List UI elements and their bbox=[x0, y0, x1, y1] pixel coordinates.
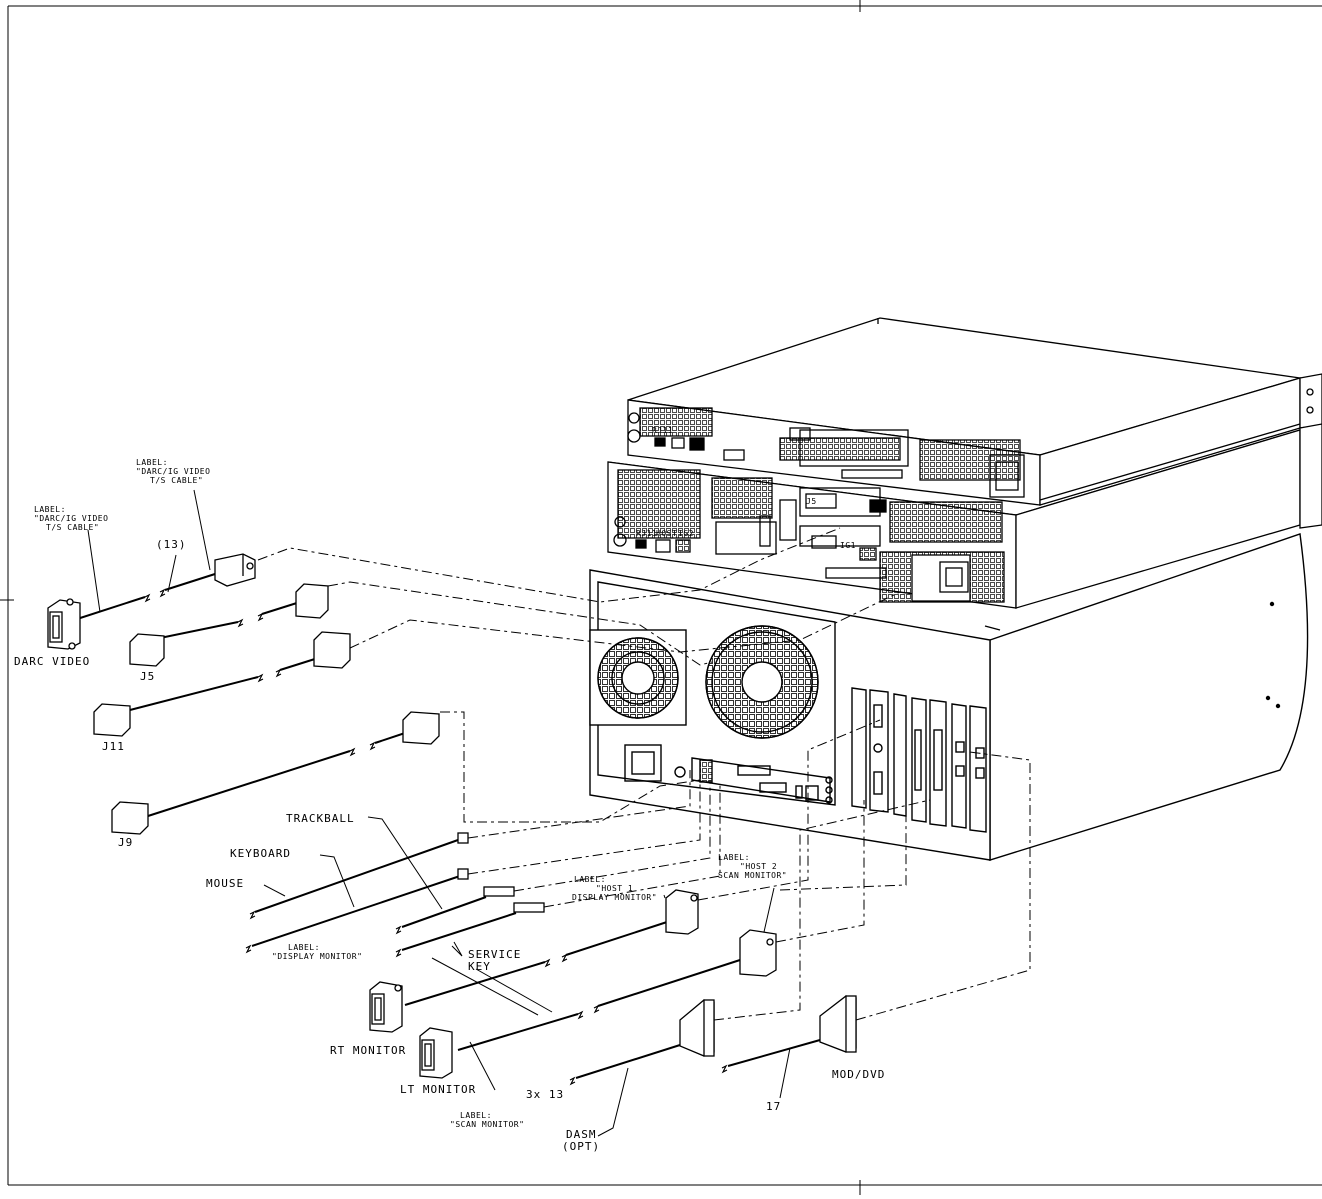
cables bbox=[73, 573, 821, 1086]
service-key-line2: KEY bbox=[468, 960, 491, 973]
display-monitor-label-line2: "DISPLAY MONITOR" bbox=[272, 952, 362, 961]
darc-video-connector bbox=[47, 598, 81, 650]
host2-label-line3: SCAN MONITOR" bbox=[718, 871, 787, 880]
darc-video-label-left-line2: "DARC/IG VIDEO bbox=[34, 514, 108, 523]
mod-dvd-name: MOD/DVD bbox=[832, 1068, 885, 1081]
rear-host-label: HOST bbox=[656, 529, 677, 538]
ref-17: 17 bbox=[766, 1100, 781, 1113]
host2-label-line1: LABEL: bbox=[718, 853, 750, 862]
j9-name: J9 bbox=[118, 836, 133, 849]
darc-video-label-top-line2: "DARC/IG VIDEO bbox=[136, 467, 210, 476]
rear-ig2-label: IG2 bbox=[678, 529, 694, 538]
host1-label-line3: DISPLAY MONITOR" bbox=[572, 893, 657, 902]
darc-video-label-top-line1: LABEL: bbox=[136, 458, 168, 467]
routing-lines bbox=[257, 527, 1031, 1021]
dasm-line2: (OPT) bbox=[562, 1140, 600, 1153]
rack-unit-upper bbox=[627, 317, 1322, 506]
pc-tower bbox=[589, 533, 1309, 861]
rear-j11-label-lower: RJ11 bbox=[636, 529, 657, 538]
connectors bbox=[47, 553, 857, 1079]
host2-label-line2: "HOST 2 bbox=[740, 862, 777, 871]
service-key-line1: SERVICE bbox=[468, 948, 521, 961]
host1-label-line1: LABEL: bbox=[574, 875, 606, 884]
host1-label-line2: "HOST 1 bbox=[596, 884, 633, 893]
ref-13-paren: (13) bbox=[156, 538, 187, 551]
darc-video-label-left-line3: T/S CABLE" bbox=[46, 523, 99, 532]
lt-monitor-connector bbox=[419, 1027, 453, 1079]
darc-video-label-top-line3: T/S CABLE" bbox=[150, 476, 203, 485]
j5-name: J5 bbox=[140, 670, 155, 683]
callout-labels: LABEL: "DARC/IG VIDEO T/S CABLE" LABEL: … bbox=[14, 458, 885, 1153]
rt-monitor-name: RT MONITOR bbox=[330, 1044, 406, 1057]
keyboard-name: KEYBOARD bbox=[230, 847, 291, 860]
lt-monitor-name: LT MONITOR bbox=[400, 1083, 476, 1096]
rear-panel-labels: RJ11 RJ11 HOST IG2 IG1 J5 bbox=[636, 426, 856, 550]
display-monitor-label-line1: LABEL: bbox=[288, 943, 320, 952]
darc-video-name: DARC VIDEO bbox=[14, 655, 90, 668]
mouse-name: MOUSE bbox=[206, 877, 244, 890]
rt-monitor-connector bbox=[369, 981, 403, 1033]
darc-video-far-connector bbox=[214, 553, 256, 587]
rear-j5-label: J5 bbox=[806, 497, 817, 506]
scan-monitor-label-line2: "SCAN MONITOR" bbox=[450, 1120, 524, 1129]
ref-3x13: 3x 13 bbox=[526, 1088, 564, 1101]
rack-unit-lower bbox=[607, 423, 1322, 609]
rear-j11-label: RJ11 bbox=[652, 426, 673, 435]
trackball-name: TRACKBALL bbox=[286, 812, 355, 825]
rear-ig1-label: IG1 bbox=[840, 541, 856, 550]
darc-video-label-left-line1: LABEL: bbox=[34, 505, 66, 514]
scan-monitor-label-line1: LABEL: bbox=[460, 1111, 492, 1120]
leader-lines bbox=[87, 489, 791, 1137]
dasm-line1: DASM bbox=[566, 1128, 597, 1141]
j11-name: J11 bbox=[102, 740, 125, 753]
